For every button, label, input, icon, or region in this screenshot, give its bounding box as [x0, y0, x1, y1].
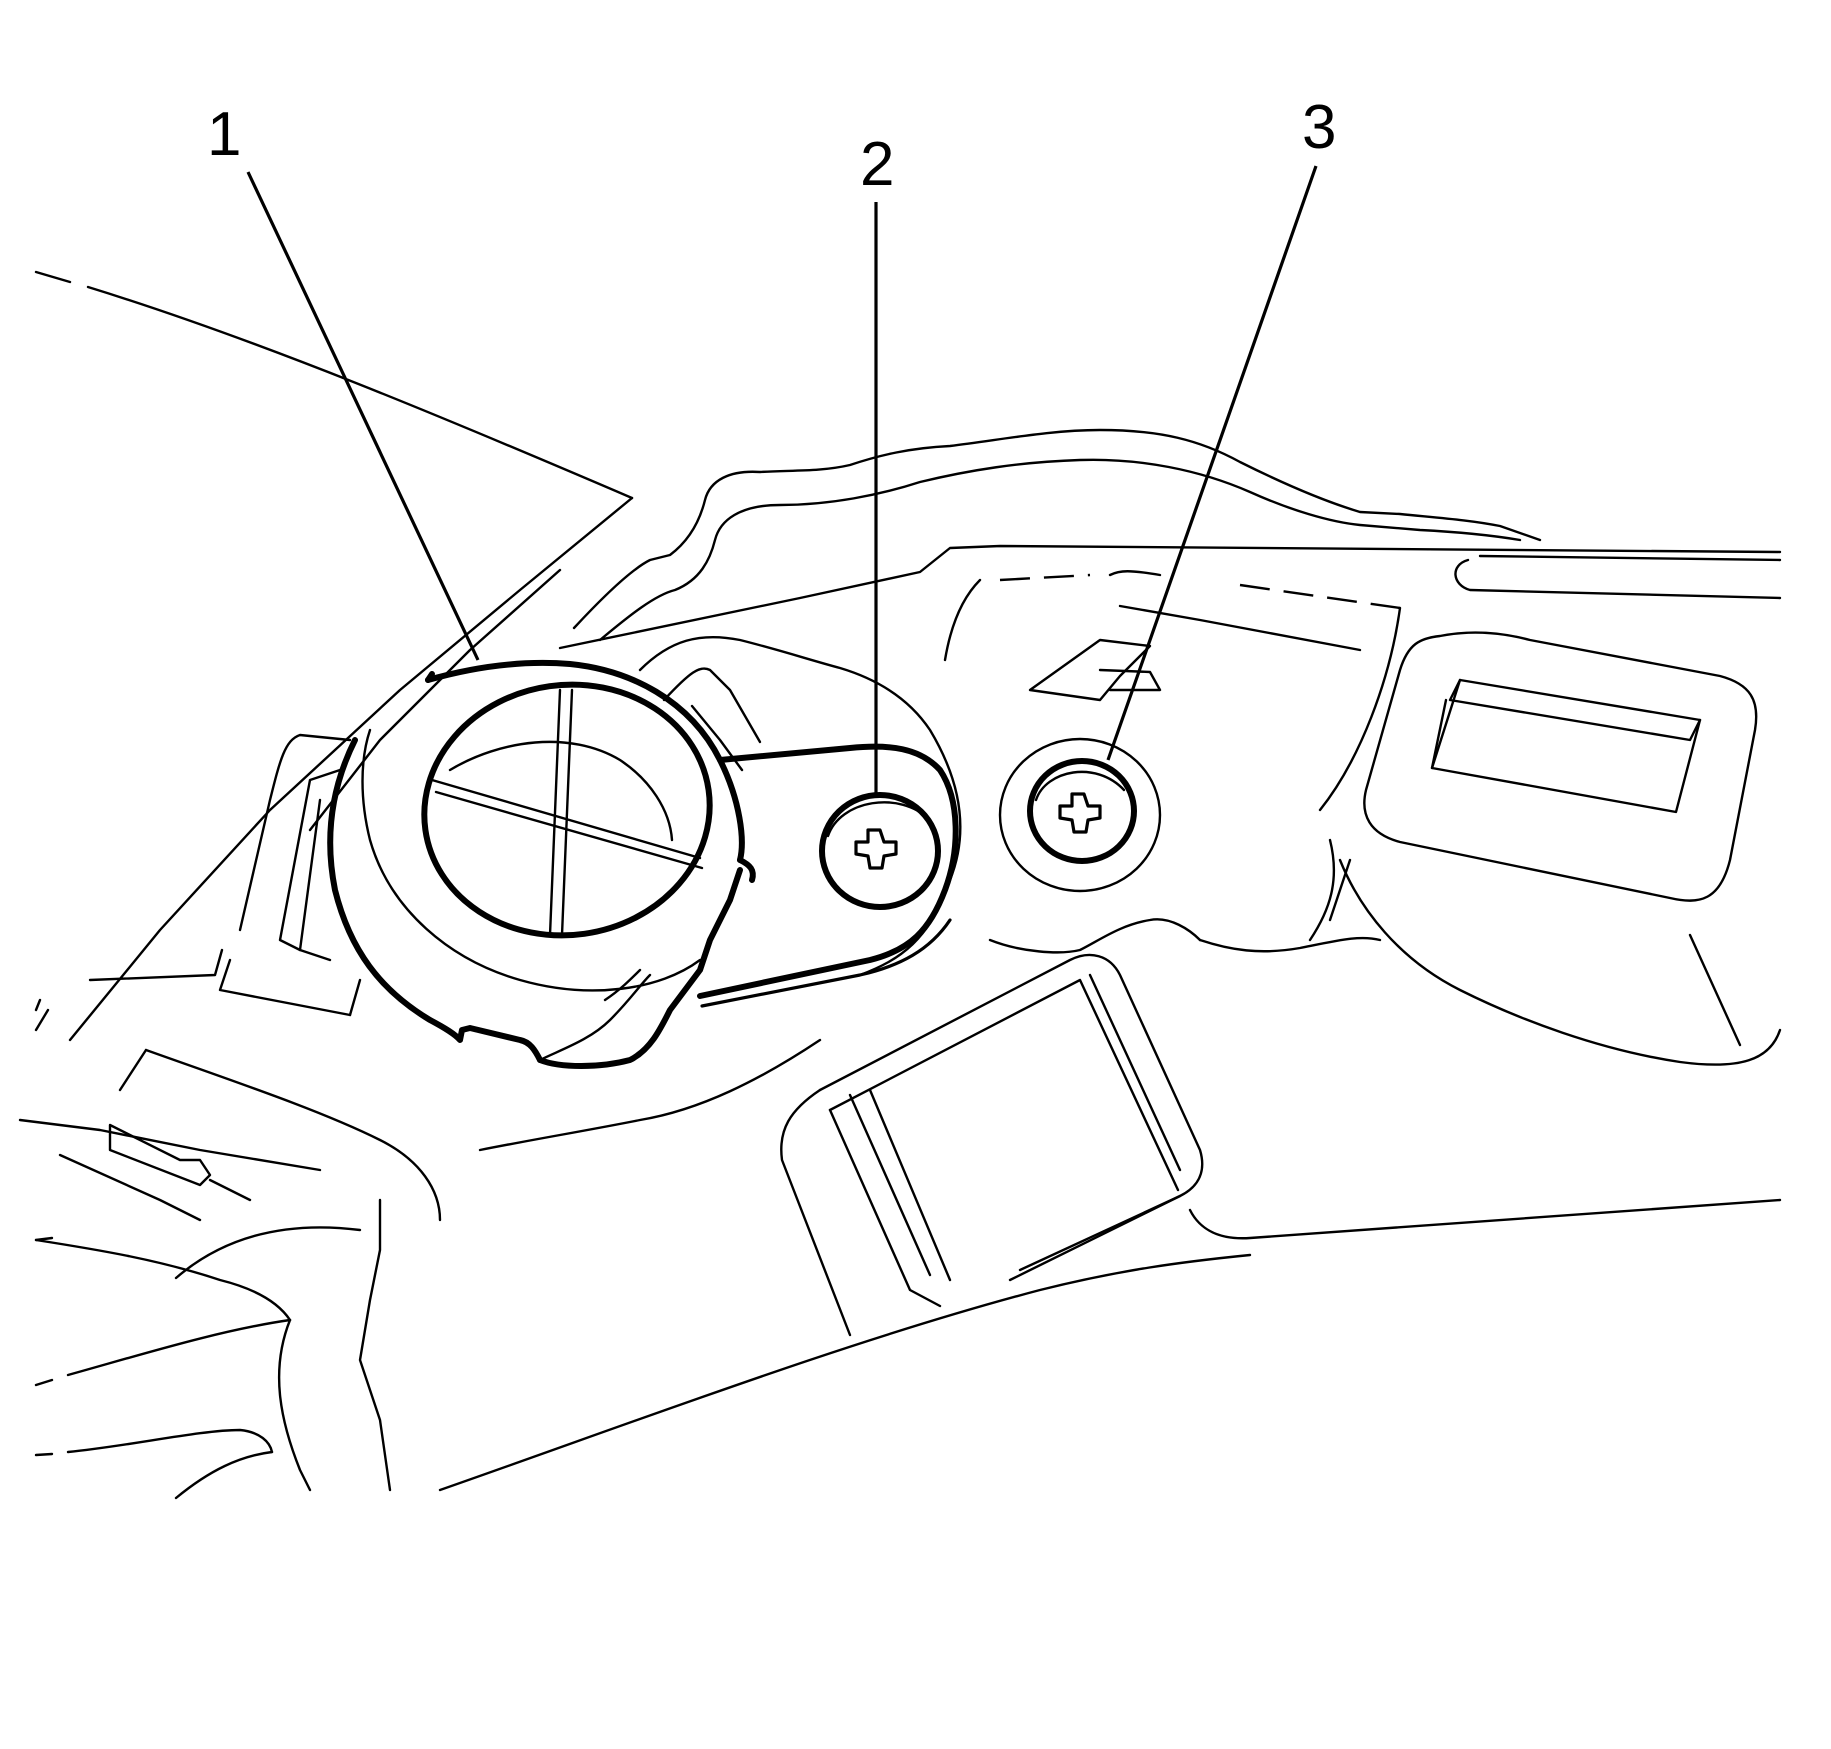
bracket-strap: [697, 743, 959, 1008]
callout-number-3: 3: [1302, 93, 1336, 162]
leader-line-1: [246, 171, 480, 661]
leader-line-3: [1106, 165, 1318, 761]
callout-numbers: 1 2 3: [207, 93, 1336, 199]
callout-number-2: 2: [860, 130, 894, 199]
grommet: [327, 659, 756, 1069]
callout-leaders: [246, 165, 1318, 796]
callout-number-1: 1: [207, 100, 241, 169]
screw: [998, 737, 1162, 893]
background-panel-lines: [18, 270, 1782, 1500]
screw: [819, 792, 941, 910]
